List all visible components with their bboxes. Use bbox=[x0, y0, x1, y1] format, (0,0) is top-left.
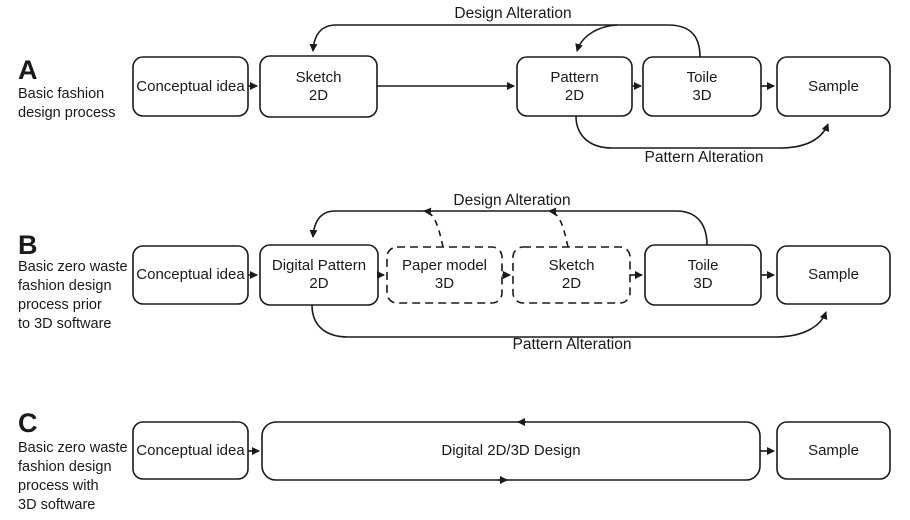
section-letter-b: B bbox=[18, 230, 38, 260]
box-sketch-2d-a: Sketch 2D bbox=[295, 68, 342, 104]
design-alteration-label-b: Design Alteration bbox=[453, 192, 571, 209]
box-outline-sample-c bbox=[776, 421, 891, 480]
box-sketch-2d-b: Sketch 2D bbox=[548, 257, 595, 292]
design-alteration-label-a: Design Alteration bbox=[454, 5, 572, 22]
box-toile-3d-b: Toile 3D bbox=[687, 257, 719, 292]
section-caption-a: Basic fashion design process bbox=[18, 86, 116, 121]
box-conceptual-idea-b: Conceptual idea bbox=[136, 266, 245, 283]
row-c-shapes bbox=[132, 418, 891, 484]
section-caption-b: Basic zero waste fashion design process … bbox=[18, 259, 128, 332]
design-alteration-branch-a bbox=[575, 24, 618, 52]
section-letter-c: C bbox=[18, 408, 38, 438]
section-letter-a: A bbox=[18, 55, 38, 85]
design-alteration-path-a bbox=[309, 24, 701, 58]
box-paper-model-3d-b: Paper model 3D bbox=[401, 257, 488, 292]
design-alteration-dashed-paper-b bbox=[423, 207, 444, 248]
box-outline-paper-model-b bbox=[386, 246, 503, 304]
section-caption-c: Basic zero waste fashion design process … bbox=[18, 440, 128, 513]
pattern-alteration-path-a bbox=[575, 115, 830, 149]
design-alteration-dashed-sketch-b bbox=[548, 207, 569, 248]
pattern-alteration-path-b bbox=[311, 304, 828, 338]
box-digital-pattern-2d-b: Digital Pattern 2D bbox=[271, 257, 367, 292]
pattern-alteration-label-b: Pattern Alteration bbox=[512, 336, 632, 353]
row-a-shapes bbox=[132, 24, 891, 149]
box-sample-c: Sample bbox=[808, 441, 859, 459]
design-alteration-path-b bbox=[309, 210, 708, 246]
box-sample-a: Sample bbox=[808, 77, 859, 95]
box-conceptual-idea-c: Conceptual idea bbox=[136, 441, 245, 459]
box-conceptual-idea-a: Conceptual idea bbox=[136, 77, 245, 95]
pattern-alteration-label-a: Pattern Alteration bbox=[644, 149, 764, 166]
box-outline-sample-a bbox=[776, 56, 891, 117]
box-pattern-2d-a: Pattern 2D bbox=[550, 68, 599, 104]
box-sample-b: Sample bbox=[808, 266, 859, 283]
box-toile-3d-a: Toile 3D bbox=[686, 68, 718, 104]
row-b-shapes bbox=[132, 207, 891, 338]
box-outline-sample-b bbox=[776, 245, 891, 305]
box-digital-2d-3d-design-c: Digital 2D/3D Design bbox=[441, 442, 581, 459]
